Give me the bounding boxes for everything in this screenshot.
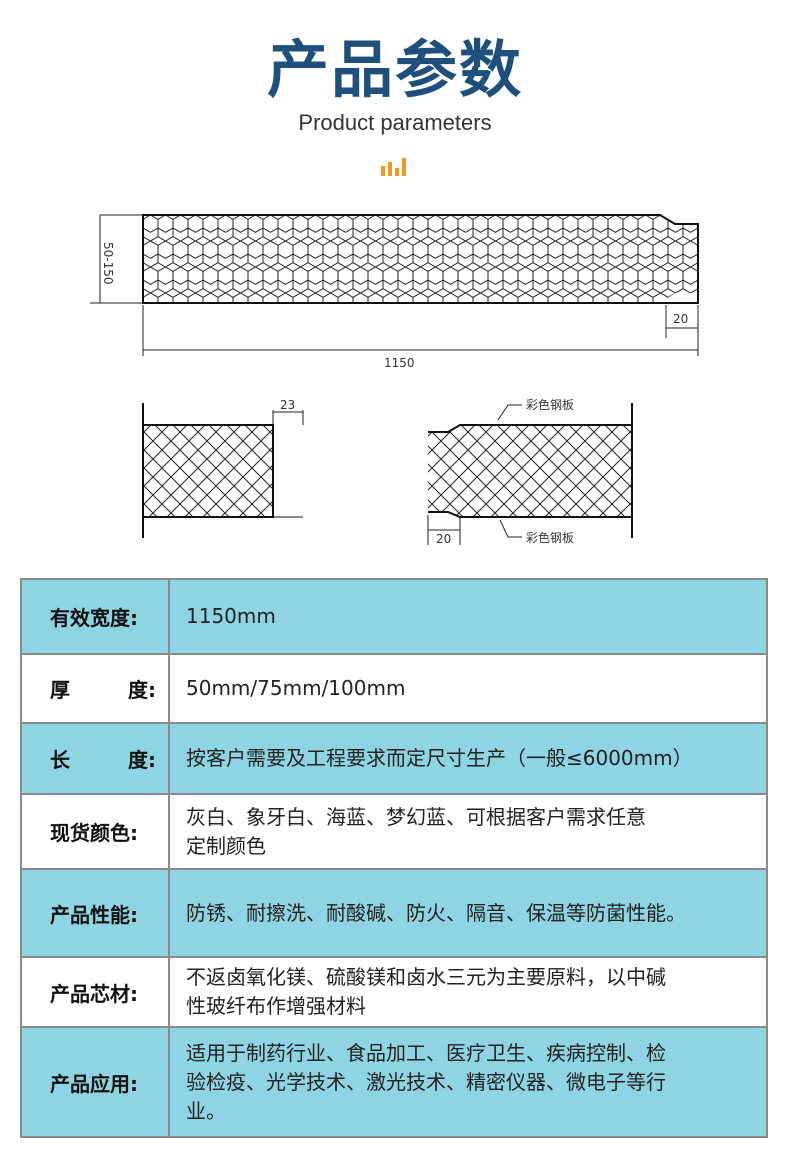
row-label-core-material: 产品芯材: [20, 956, 170, 1028]
row-label-length-right: 度: [128, 748, 156, 772]
left-joint-detail [142, 403, 304, 538]
table-row: 有效宽度: 1150mm [20, 578, 768, 655]
row-value-stock-colors: 灰白、象牙白、海蓝、梦幻蓝、可根据客户需求任意 定制颜色 [168, 793, 768, 870]
row-label-length-left: 长 [50, 748, 70, 772]
row-value-application-line2: 验检疫、光学技术、激光技术、精密仪器、微电子等行 [186, 1069, 666, 1094]
edge-dimension-label: 20 [673, 312, 688, 326]
row-label-stock-colors: 现货颜色: [20, 793, 170, 870]
height-dimension [90, 214, 143, 304]
row-label-performance: 产品性能: [20, 868, 170, 958]
width-dimension [142, 305, 699, 356]
table-row: 长 度: 按客户需要及工程要求而定尺寸生产（一般≤6000mm） [20, 722, 768, 795]
row-label-thickness-right: 度: [128, 678, 156, 702]
right-joint-detail [427, 403, 633, 545]
table-row: 厚 度: 50mm/75mm/100mm [20, 653, 768, 724]
row-label-thickness-left: 厚 [50, 678, 70, 702]
row-value-core-material-line1: 不返卤氧化镁、硫酸镁和卤水三元为主要原料，以中碱 [186, 965, 666, 989]
row-value-performance: 防锈、耐擦洗、耐酸碱、防火、隔音、保温等防菌性能。 [168, 868, 768, 958]
right-detail-dimension-label: 20 [436, 532, 451, 546]
steel-plate-top-label: 彩色钢板 [526, 398, 574, 412]
row-value-length: 按客户需要及工程要求而定尺寸生产（一般≤6000mm） [168, 722, 768, 795]
main-panel [142, 214, 699, 304]
row-value-stock-colors-line2: 定制颜色 [186, 833, 266, 858]
row-label-length: 长 度: [20, 722, 170, 795]
table-row: 产品芯材: 不返卤氧化镁、硫酸镁和卤水三元为主要原料，以中碱 性玻纤布作增强材料 [20, 956, 768, 1028]
row-label-thickness: 厚 度: [20, 653, 170, 724]
row-value-core-material-line2: 性玻纤布作增强材料 [186, 994, 366, 1018]
row-value-core-material: 不返卤氧化镁、硫酸镁和卤水三元为主要原料，以中碱 性玻纤布作增强材料 [168, 956, 768, 1028]
table-row: 现货颜色: 灰白、象牙白、海蓝、梦幻蓝、可根据客户需求任意 定制颜色 [20, 793, 768, 870]
left-detail-dimension-label: 23 [280, 398, 295, 412]
row-value-stock-colors-line1: 灰白、象牙白、海蓝、梦幻蓝、可根据客户需求任意 [186, 804, 646, 829]
row-value-application-line1: 适用于制药行业、食品加工、医疗卫生、疾病控制、检 [186, 1040, 666, 1065]
row-value-application-line3: 业。 [186, 1098, 226, 1123]
table-row: 产品应用: 适用于制药行业、食品加工、医疗卫生、疾病控制、检 验检疫、光学技术、… [20, 1026, 768, 1138]
row-label-application: 产品应用: [20, 1026, 170, 1138]
height-dimension-label: 50-150 [101, 242, 115, 285]
row-label-effective-width: 有效宽度: [20, 578, 170, 655]
edge-dimension [665, 305, 698, 338]
page-subtitle: Product parameters [298, 110, 492, 135]
row-value-thickness: 50mm/75mm/100mm [168, 653, 768, 724]
page-title: 产品参数 [266, 33, 523, 106]
table-row: 产品性能: 防锈、耐擦洗、耐酸碱、防火、隔音、保温等防菌性能。 [20, 868, 768, 958]
width-dimension-label: 1150 [384, 356, 415, 370]
steel-plate-bottom-label: 彩色钢板 [526, 531, 574, 545]
row-value-effective-width: 1150mm [168, 578, 768, 655]
row-value-application: 适用于制药行业、食品加工、医疗卫生、疾病控制、检 验检疫、光学技术、激光技术、精… [168, 1026, 768, 1138]
bar-chart-icon [381, 158, 406, 176]
panel-cross-section-diagram: 50-150 1150 20 23 20 彩色钢板 彩色钢板 [90, 214, 699, 546]
parameter-table: 有效宽度: 1150mm 厚 度: 50mm/75mm/100mm 长 度: 按… [20, 578, 768, 1138]
